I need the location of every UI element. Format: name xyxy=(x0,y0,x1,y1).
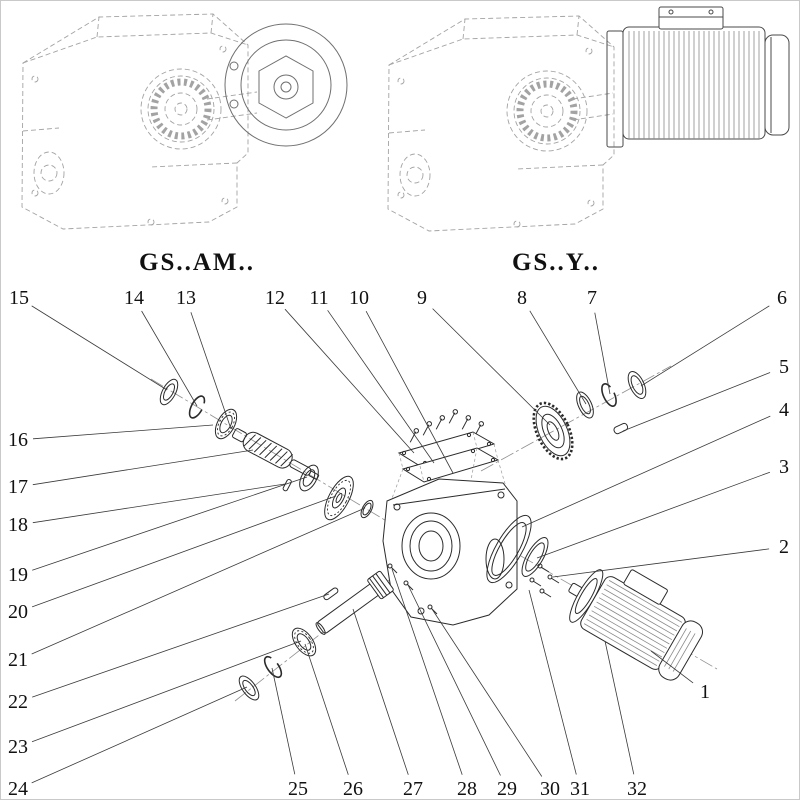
part-number-17: 17 xyxy=(8,476,28,498)
leader-18 xyxy=(32,483,286,524)
leader-10 xyxy=(365,311,454,474)
part-number-19: 19 xyxy=(8,564,28,586)
leader-12 xyxy=(284,308,415,454)
part-number-8: 8 xyxy=(517,287,527,309)
part-number-7: 7 xyxy=(587,287,597,309)
part-number-10: 10 xyxy=(349,287,369,309)
variant-label-gs-am: GS..AM.. xyxy=(139,249,255,276)
gearbox-ghost-gsy xyxy=(387,15,615,232)
part-number-14: 14 xyxy=(124,287,144,309)
part-number-15: 15 xyxy=(9,287,29,309)
leader-5 xyxy=(622,372,771,432)
leader-8 xyxy=(529,310,587,405)
washer-output xyxy=(238,675,260,701)
bearing-worm xyxy=(299,464,319,492)
part-number-18: 18 xyxy=(8,514,28,536)
part-number-24: 24 xyxy=(8,778,28,800)
part-number-6: 6 xyxy=(777,287,787,309)
part-number-12: 12 xyxy=(265,287,285,309)
leader-31 xyxy=(528,589,577,775)
housing-screws xyxy=(387,563,438,615)
leader-21 xyxy=(31,507,366,655)
leader-lines xyxy=(31,305,771,784)
gear-key xyxy=(613,422,629,435)
snap-ring-input xyxy=(188,395,206,419)
washer-input-outer xyxy=(159,378,179,406)
leader-20 xyxy=(31,495,337,608)
motor-screws xyxy=(529,563,560,598)
gearbox-ghost-gsam xyxy=(21,13,258,230)
part-number-22: 22 xyxy=(8,691,28,713)
motor-ghost xyxy=(606,6,790,148)
output-flange-ghost xyxy=(224,23,348,147)
part-number-28: 28 xyxy=(457,778,477,800)
snap-ring-output xyxy=(263,655,283,679)
part-number-25: 25 xyxy=(288,778,308,800)
leader-1 xyxy=(650,650,694,684)
motor-exploded xyxy=(568,569,703,681)
assembly-dashes-cover xyxy=(390,431,507,502)
leader-24 xyxy=(31,686,248,784)
part-number-16: 16 xyxy=(8,429,28,451)
shaft-key xyxy=(323,587,339,601)
output-shaft xyxy=(315,570,394,635)
leader-26 xyxy=(304,643,349,775)
leader-14 xyxy=(141,310,198,407)
leader-22 xyxy=(32,593,330,698)
part-number-26: 26 xyxy=(343,778,363,800)
leader-29 xyxy=(407,584,501,776)
oil-seal-ring xyxy=(521,537,549,577)
leader-6 xyxy=(640,305,770,387)
helical-gear xyxy=(532,401,574,461)
part-number-27: 27 xyxy=(403,778,423,800)
part-number-29: 29 xyxy=(497,778,517,800)
leader-4 xyxy=(521,415,771,528)
part-number-20: 20 xyxy=(8,601,28,623)
variant-label-gs-y: GS..Y.. xyxy=(511,249,601,276)
leader-30 xyxy=(431,608,543,777)
part-number-13: 13 xyxy=(176,287,196,309)
leader-19 xyxy=(32,476,308,571)
leader-27 xyxy=(352,608,409,775)
snap-ring-gear xyxy=(601,383,617,407)
worm-gear-disc xyxy=(324,475,354,521)
part-number-21: 21 xyxy=(8,649,28,671)
part-number-32: 32 xyxy=(627,778,647,800)
leader-32 xyxy=(604,640,635,775)
washer-end xyxy=(627,371,647,399)
part-number-31: 31 xyxy=(570,778,590,800)
leader-25 xyxy=(271,667,296,775)
leader-2 xyxy=(552,548,770,578)
leader-15 xyxy=(31,305,168,391)
gear-housing xyxy=(382,478,518,626)
leader-23 xyxy=(31,640,302,743)
part-number-30: 30 xyxy=(540,778,560,800)
part-number-3: 3 xyxy=(779,456,789,478)
part-number-11: 11 xyxy=(309,287,329,309)
spacer-ring xyxy=(360,499,374,519)
leader-9 xyxy=(432,308,551,426)
part-number-23: 23 xyxy=(8,736,28,758)
part-number-9: 9 xyxy=(417,287,427,309)
leader-3 xyxy=(536,471,771,559)
output-flange-ring xyxy=(486,514,532,584)
bearing-output xyxy=(291,627,317,657)
washer-gear xyxy=(576,391,594,419)
leader-28 xyxy=(391,568,463,775)
leader-11 xyxy=(327,310,435,464)
leader-17 xyxy=(32,449,254,486)
leader-13 xyxy=(190,312,232,430)
worm-shaft xyxy=(232,428,320,480)
part-number-4: 4 xyxy=(779,399,789,421)
leader-7 xyxy=(594,312,611,395)
part-number-1: 1 xyxy=(700,681,710,703)
part-number-5: 5 xyxy=(779,356,789,378)
leader-16 xyxy=(32,424,214,440)
part-number-2: 2 xyxy=(779,536,789,558)
